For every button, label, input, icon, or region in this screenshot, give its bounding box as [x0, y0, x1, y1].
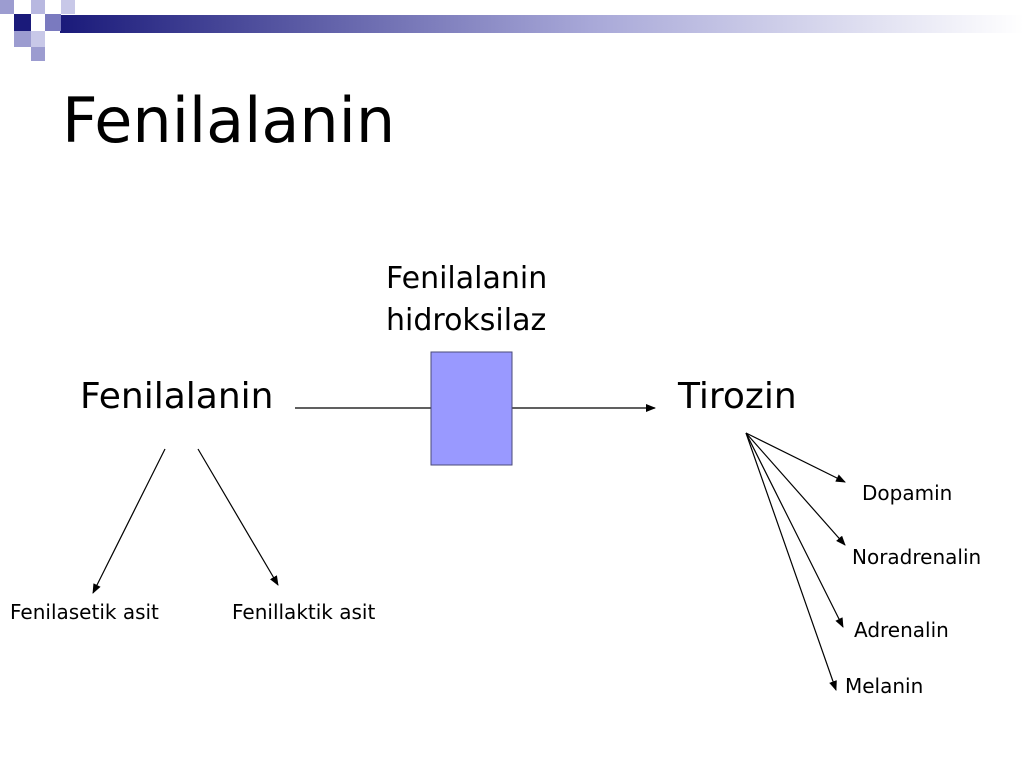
enzyme-label-line1: Fenilalanin	[386, 261, 548, 296]
slide-title: Fenilalanin	[62, 84, 396, 157]
side-product-fenilasetik-asit: Fenilasetik asit	[10, 600, 159, 624]
derivative-melanin: Melanin	[845, 674, 924, 698]
enzyme-label-line2: hidroksilaz	[386, 303, 547, 338]
side-product-fenillaktik-asit: Fenillaktik asit	[232, 600, 376, 624]
arrow-to-melanin	[745, 432, 837, 691]
arrow-to-fenillaktik-asit	[197, 448, 279, 586]
arrow-to-adrenalin	[745, 432, 844, 628]
derivative-noradrenalin: Noradrenalin	[852, 545, 982, 569]
derivative-dopamin: Dopamin	[862, 481, 953, 505]
product-label: Tirozin	[678, 376, 797, 417]
enzyme-box	[430, 351, 513, 466]
derivative-adrenalin: Adrenalin	[854, 618, 949, 642]
arrow-to-fenilasetik-asit	[92, 448, 166, 594]
arrow-to-dopamin	[745, 432, 846, 483]
substrate-label: Fenilalanin	[80, 376, 274, 417]
header-decoration	[0, 0, 1024, 61]
arrow-to-noradrenalin	[745, 432, 846, 546]
